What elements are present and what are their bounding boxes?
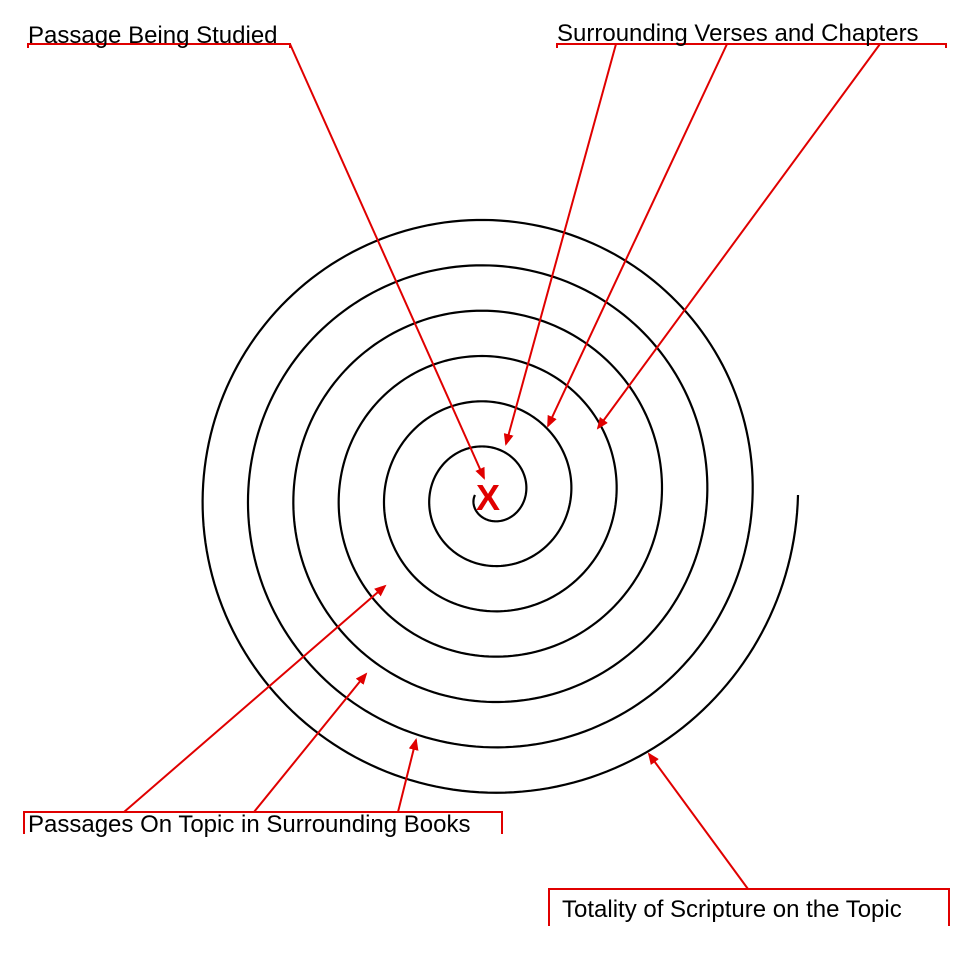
arrow-surrounding-2 [547,43,728,428]
arrow-surrounding-1 [503,43,617,446]
arrow-books-2 [253,672,368,813]
spiral-line [201,218,800,794]
books-bracket [23,811,503,834]
label-underlines [23,43,950,926]
center-x-mark: X [476,477,501,518]
arrow-totality [647,752,749,890]
label-surrounding-verses: Surrounding Verses and Chapters [557,20,919,47]
surrounding-underline [556,43,947,48]
arrow-passage [289,43,485,480]
arrow-books-1 [123,584,387,813]
arrow-surrounding-3 [596,43,881,430]
annotation-arrows [123,43,881,890]
totality-bracket [548,888,950,926]
label-totality-of-scripture: Totality of Scripture on the Topic [562,896,902,923]
label-surrounding-books: Passages On Topic in Surrounding Books [28,811,471,838]
arrow-books-3 [397,738,419,813]
label-passage-being-studied: Passage Being Studied [28,22,278,49]
